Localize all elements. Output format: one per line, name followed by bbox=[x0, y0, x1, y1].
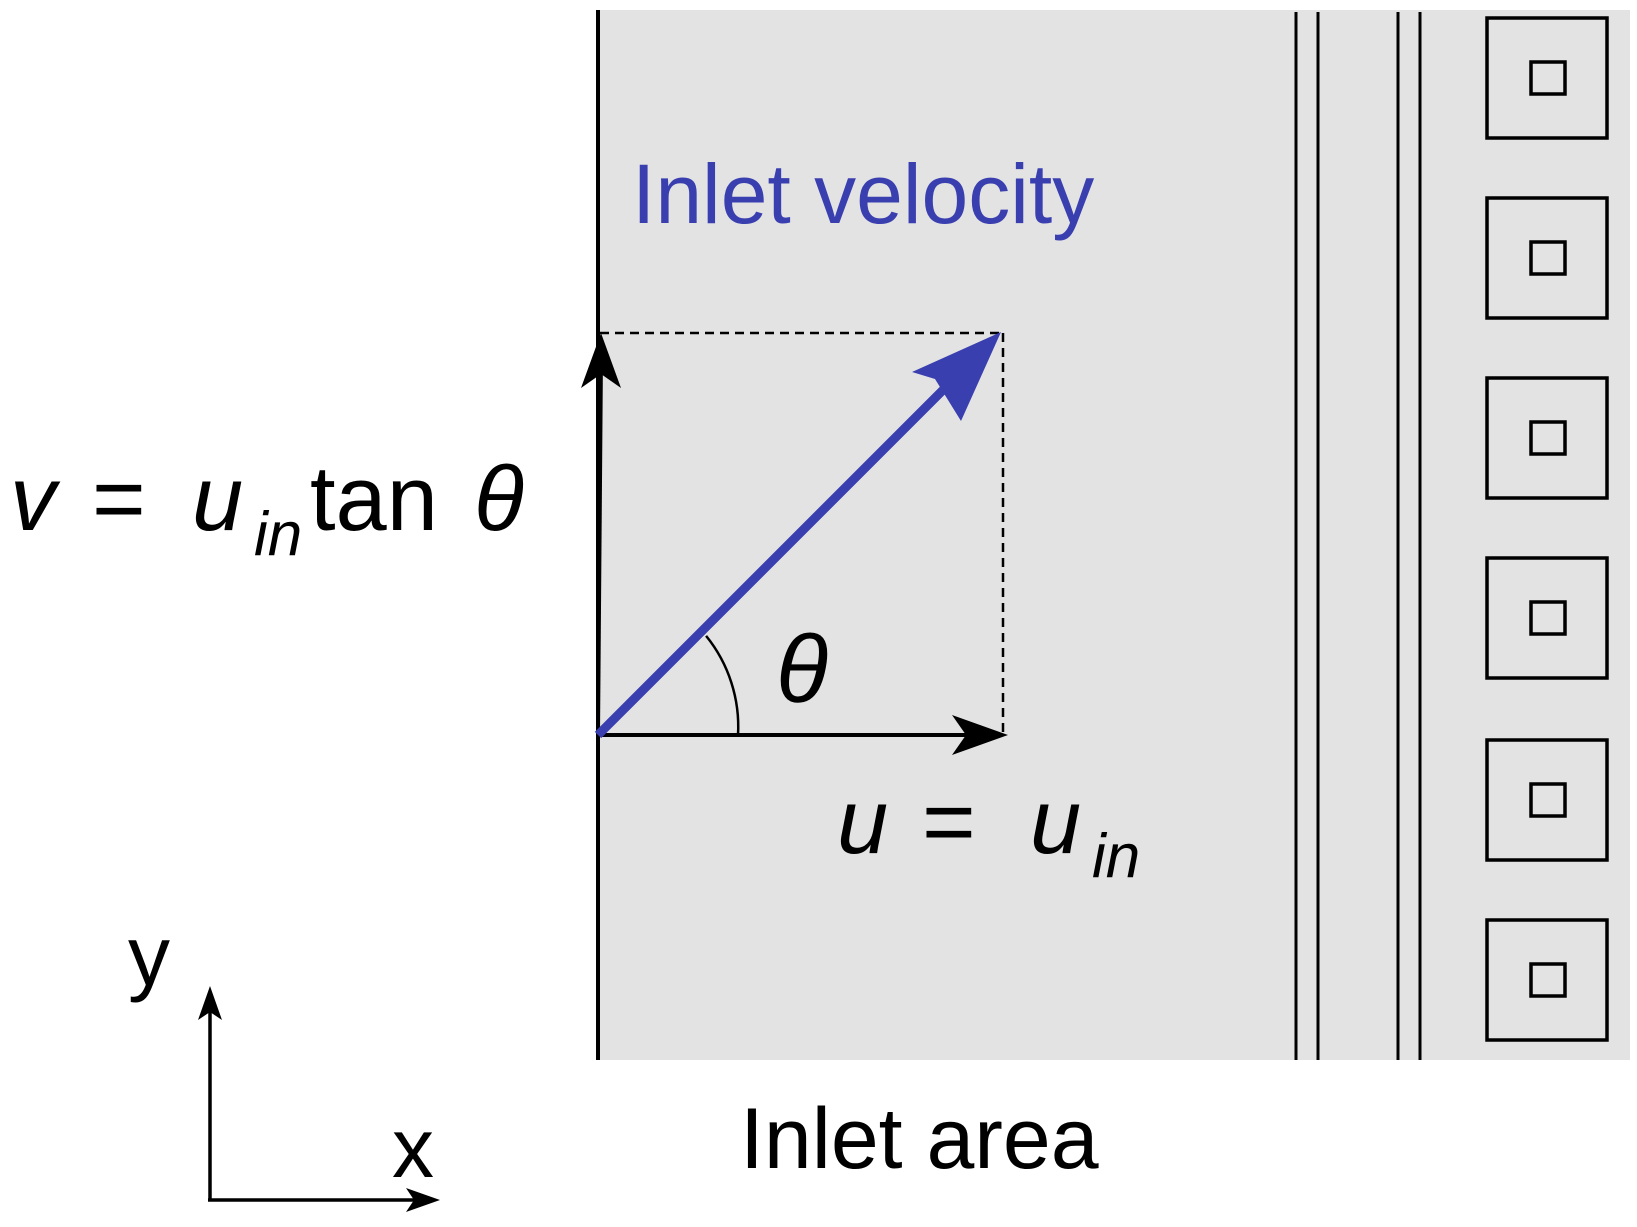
inlet-area-label: Inlet area bbox=[740, 1091, 1099, 1187]
angle-theta-label: θ bbox=[776, 616, 828, 723]
square-cell bbox=[1485, 918, 1609, 1042]
cell-inner-square bbox=[1529, 240, 1567, 276]
cell-outer-square bbox=[1485, 918, 1609, 1042]
cell-inner-square bbox=[1529, 600, 1567, 636]
v-equals-sign: = bbox=[92, 448, 146, 550]
v-component-arrow bbox=[596, 354, 603, 736]
u-arrow-head bbox=[952, 715, 1008, 755]
x-axis-label: x bbox=[392, 1101, 434, 1195]
u-in-base: u bbox=[1030, 771, 1081, 873]
v-arrow-head bbox=[581, 333, 621, 388]
v-in-subscript: in bbox=[254, 500, 302, 569]
x-axis-arrow-head bbox=[406, 1188, 440, 1212]
cell-inner-square bbox=[1529, 60, 1567, 96]
inlet-region bbox=[598, 10, 1630, 1060]
parallel-wall-lines bbox=[1294, 12, 1422, 1060]
angle-arc bbox=[705, 635, 740, 736]
square-cells bbox=[1485, 16, 1609, 1042]
u-symbol: u bbox=[837, 771, 888, 873]
inlet-velocity-vector bbox=[594, 371, 962, 739]
v-tan-text: tan bbox=[310, 448, 438, 550]
inlet-velocity-label: Inlet velocity bbox=[632, 147, 1094, 241]
coordinate-axes: y x bbox=[128, 909, 440, 1212]
u-in-subscript: in bbox=[1092, 822, 1140, 891]
y-axis-arrow-head bbox=[198, 986, 222, 1020]
v-u-symbol: u bbox=[192, 448, 243, 550]
cell-outer-square bbox=[1485, 196, 1609, 320]
u-equals-sign: = bbox=[922, 771, 976, 873]
v-symbol: v bbox=[10, 448, 61, 550]
cell-inner-square bbox=[1529, 420, 1567, 456]
v-equation: v = u in tan θ bbox=[10, 448, 524, 569]
square-cell bbox=[1485, 16, 1609, 140]
inlet-velocity-arrow-head bbox=[912, 332, 1001, 421]
u-equation: u = u in bbox=[837, 771, 1140, 891]
cell-outer-square bbox=[1485, 376, 1609, 500]
cell-inner-square bbox=[1529, 962, 1567, 998]
y-axis-label: y bbox=[128, 909, 170, 1003]
cell-outer-square bbox=[1485, 16, 1609, 140]
square-cell bbox=[1485, 738, 1609, 862]
square-cell bbox=[1485, 196, 1609, 320]
cell-inner-square bbox=[1529, 782, 1567, 818]
v-theta-symbol: θ bbox=[474, 448, 524, 550]
cell-outer-square bbox=[1485, 738, 1609, 862]
square-cell bbox=[1485, 556, 1609, 680]
square-cell bbox=[1485, 376, 1609, 500]
cell-outer-square bbox=[1485, 556, 1609, 680]
